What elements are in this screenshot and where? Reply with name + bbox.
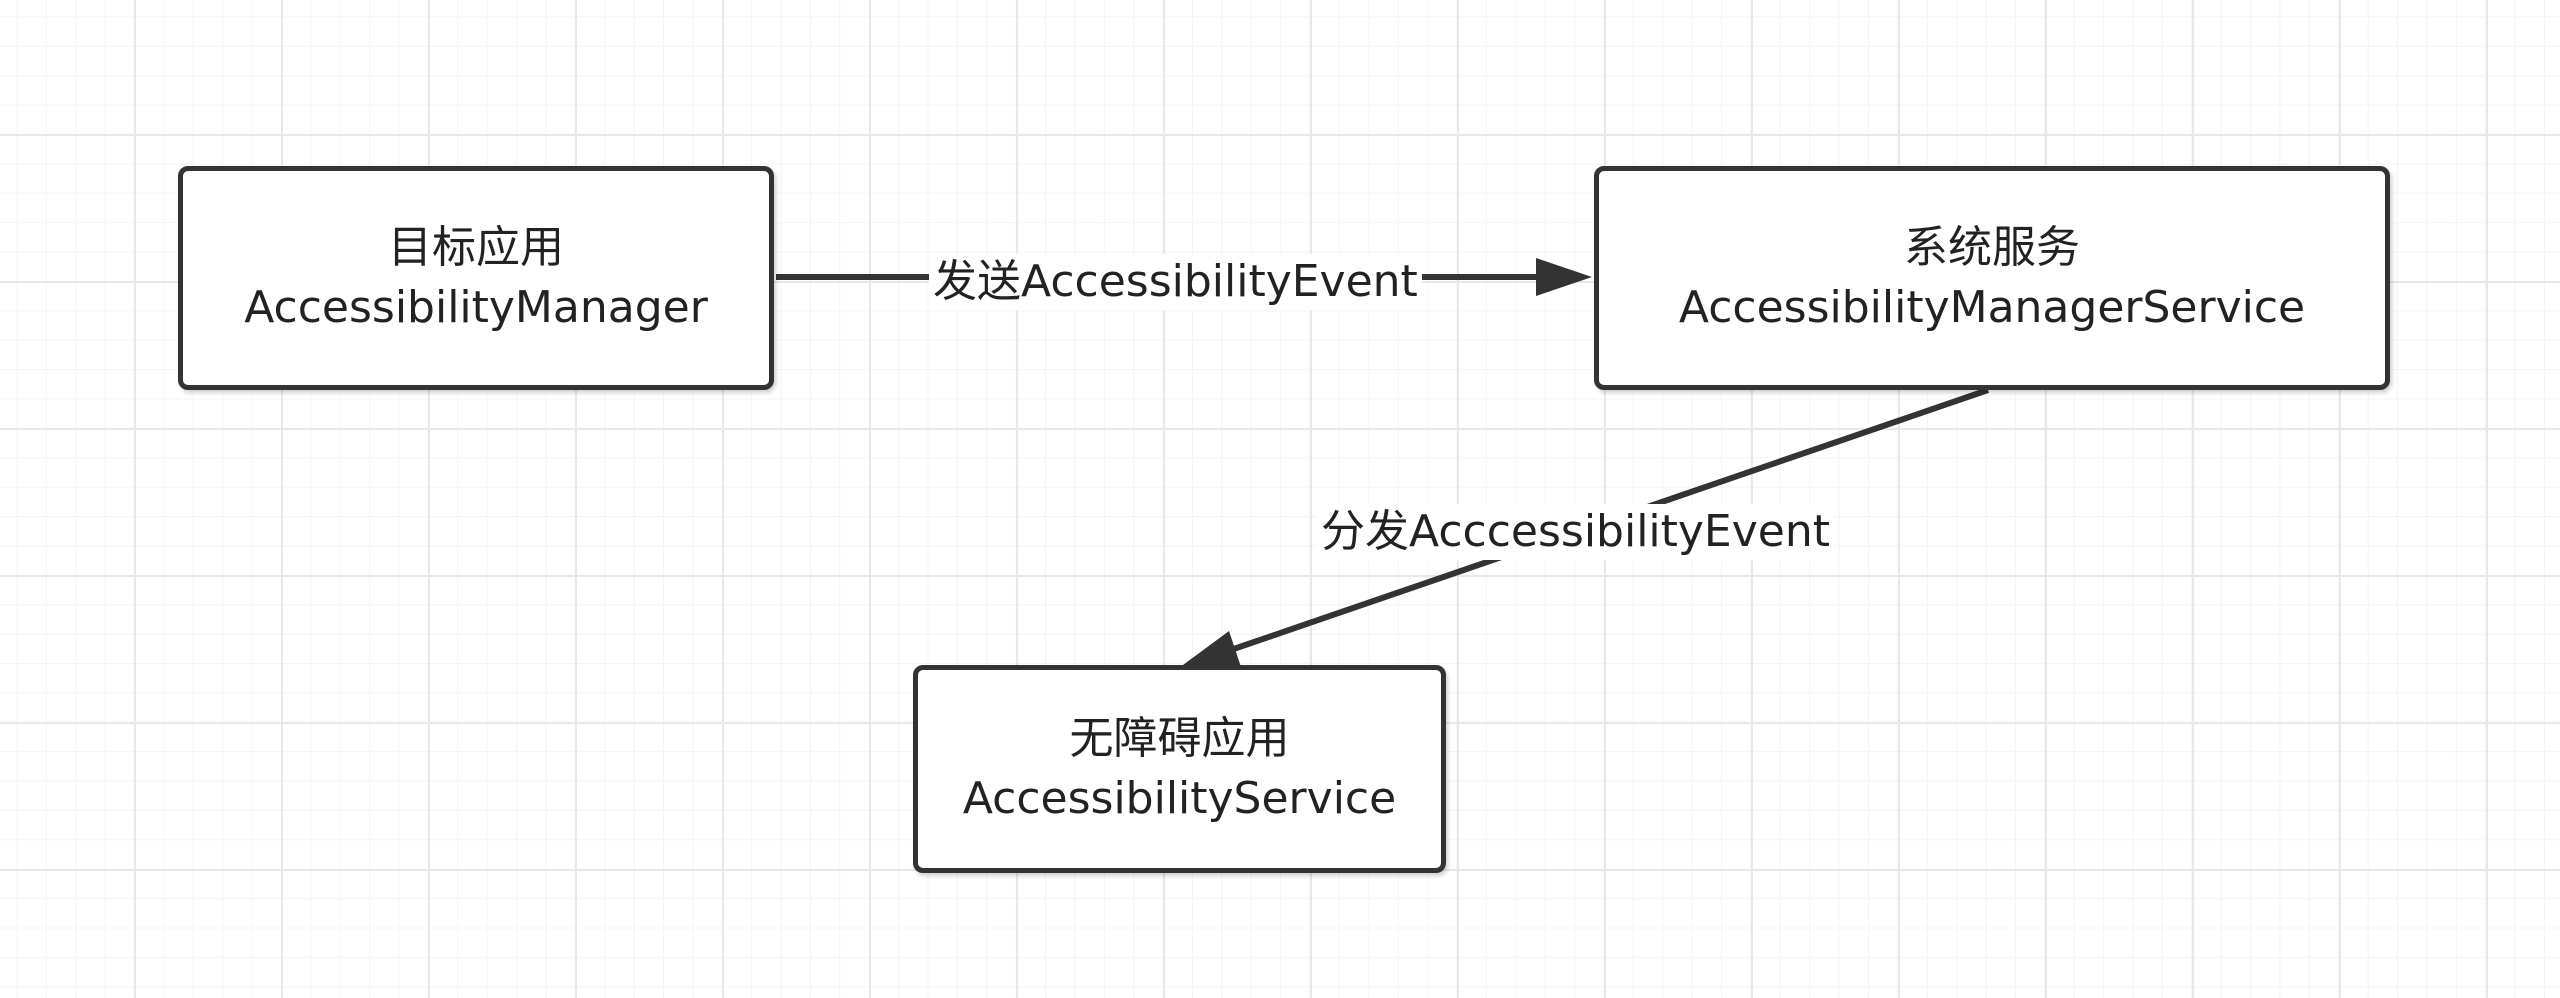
- node-accessibility-app[interactable]: 无障碍应用 AccessibilityService: [913, 665, 1446, 873]
- node-system-service-subtitle: AccessibilityManagerService: [1678, 282, 2306, 333]
- node-accessibility-app-subtitle: AccessibilityService: [962, 773, 1397, 824]
- node-system-service-title: 系统服务: [1904, 222, 2080, 273]
- node-target-app-subtitle: AccessibilityManager: [244, 282, 708, 333]
- node-target-app[interactable]: 目标应用 AccessibilityManager: [178, 166, 774, 390]
- node-accessibility-app-title: 无障碍应用: [1069, 713, 1290, 764]
- edge-send-arrowhead: [1536, 258, 1592, 296]
- edge-send-label: 发送AccessibilityEvent: [929, 254, 1422, 310]
- node-system-service[interactable]: 系统服务 AccessibilityManagerService: [1594, 166, 2390, 390]
- edge-dispatch-label: 分发AcccessibilityEvent: [1317, 504, 1834, 560]
- edge-dispatch-arrowhead: [1183, 631, 1241, 667]
- node-target-app-title: 目标应用: [388, 222, 564, 273]
